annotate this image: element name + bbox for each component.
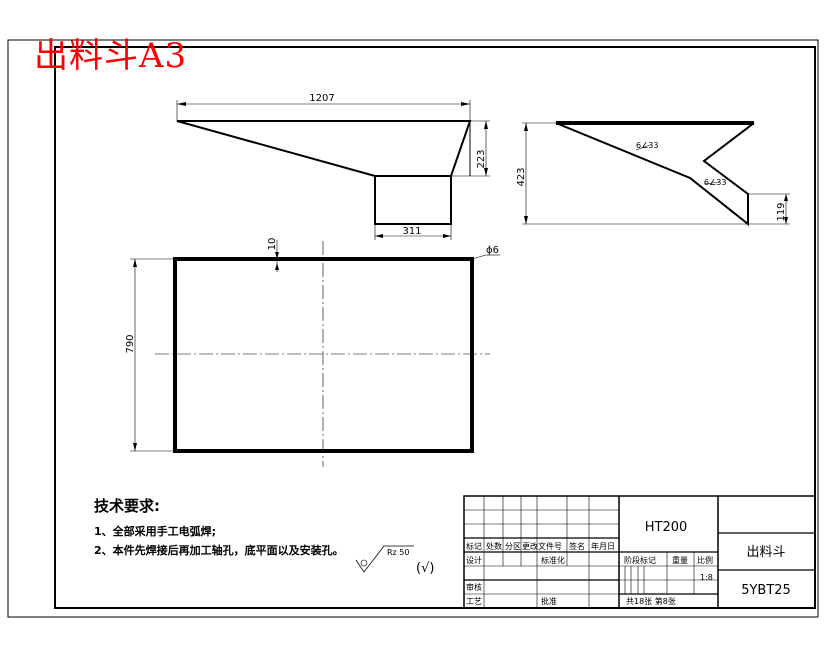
row-process: 工艺 [466,597,482,606]
side-view: 6∠33 6∠33 423 119 [516,121,790,227]
dim-plate-height: 790 [125,334,136,353]
dim-plate-offset: 10 [267,238,278,251]
row-design: 设计 [466,555,482,565]
tech-req-item-2: 2、本件先焊接后再加工轴孔，底平面以及安装孔。 [94,544,344,557]
title-block-text: HT200 出料斗 5YBT25 标记 处数 分区 更改文件号 签名 年月日 设… [466,520,791,606]
scale-value: 1:8 [700,573,713,582]
weight-label: 重量 [672,555,688,565]
roughness-symbol: Rz 50 (√) [355,545,434,576]
tech-req-item-1: 1、全部采用手工电弧焊; [94,525,217,538]
header-date: 年月日 [591,541,615,551]
drawing-no-text: 5YBT25 [741,583,791,598]
front-view: 1207 223 311 [176,93,490,240]
header-zone: 分区 [505,542,521,551]
roughness-check: (√) [416,561,434,576]
base-plate [173,257,474,453]
technical-requirements: 技术要求: 1、全部采用手工电弧焊; 2、本件先焊接后再加工轴孔，底平面以及安装… [94,495,344,560]
header-mark: 标记 [466,541,482,551]
tech-req-title: 技术要求: [94,497,160,515]
ratio-label: 比例 [697,555,713,565]
part-name-text: 出料斗 [746,545,785,560]
dim-chute-height: 223 [476,149,487,168]
drawing-title-stamp: 出料斗A3 [34,36,188,76]
title-block [463,495,816,609]
sheet-info: 共18张 第8张 [626,596,676,606]
dim-top-width: 1207 [309,93,334,104]
chute-outline [176,120,472,177]
dim-side-height: 423 [516,167,527,186]
outlet-box [374,175,452,225]
dim-side-bottom: 119 [776,202,787,221]
weld-callout-2: 6∠33 [704,178,726,187]
header-sign: 签名 [569,541,585,551]
header-doc: 更改文件号 [522,541,562,551]
inner-frame [54,46,816,609]
stage-mark: 阶段标记 [624,555,656,565]
dim-hole-dia: ϕ6 [486,245,499,256]
header-count: 处数 [486,541,502,551]
material-text: HT200 [645,520,688,535]
outer-border [7,39,819,618]
roughness-value: Rz 50 [387,548,409,557]
row-standard: 标准化 [541,555,565,565]
weld-callout-1: 6∠33 [636,141,658,150]
side-outline [555,122,755,227]
dim-outlet-width: 311 [402,226,421,237]
row-check: 审核 [466,582,482,592]
plate-view: 790 10 ϕ6 [125,238,500,467]
row-approve: 批准 [541,596,557,606]
